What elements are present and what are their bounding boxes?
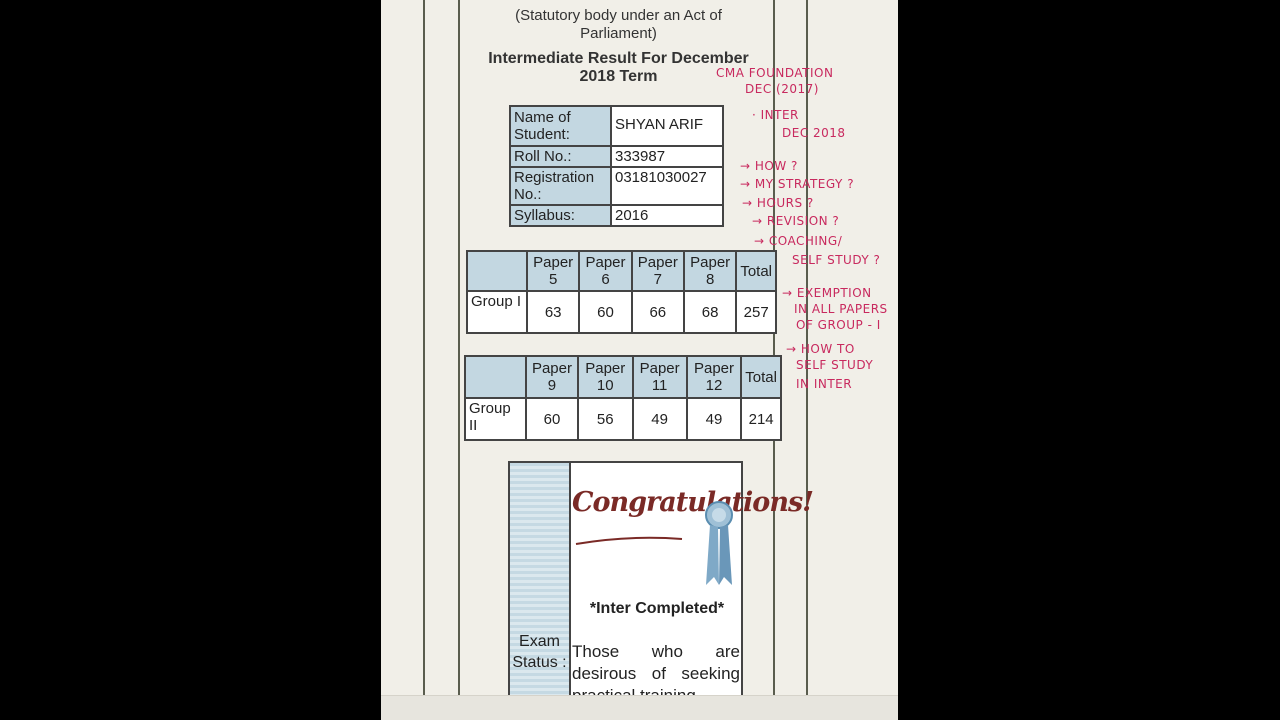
handwritten-note: → HOW ? [740,159,798,173]
marks-cell: 60 [525,397,579,441]
marks-total: 257 [735,290,777,334]
congrats-underline-swash [575,536,683,545]
corner-cell [466,250,528,292]
column-header: Paper 10 [576,355,634,399]
handwritten-note: OF GROUP - I [796,318,881,332]
handwritten-note: DEC (2017) [745,82,819,96]
syllabus-value: 2016 [610,204,724,227]
congratulations-banner: Congratulations! [572,487,814,518]
handwritten-note: CMA FOUNDATION [716,66,834,80]
group-label: Group I [466,290,528,334]
roll-label: Roll No.: [509,145,612,168]
result-document: (Statutory body under an Act of Parliame… [381,0,898,720]
corner-cell [464,355,527,399]
marks-cell: 49 [631,397,688,441]
column-header: Paper 7 [630,250,685,292]
marks-cell: 56 [576,397,634,441]
roll-number: 333987 [610,145,724,168]
column-header: Paper 11 [631,355,688,399]
name-label: Name of Student: [509,105,612,147]
exam-status-label: Exam Status : [512,633,567,671]
exam-status-box: Exam Status : Congratulations! *Inter Co… [508,461,814,715]
left-margin-line [423,0,425,698]
handwritten-note: → COACHING/ [754,234,843,248]
student-name: SHYAN ARIF [610,105,724,147]
exam-status-label-cell: Exam Status : [510,463,571,713]
marks-cell: 63 [525,290,581,334]
marks-cell: 68 [682,290,738,334]
right-margin-line [806,0,808,698]
column-header: Paper 9 [525,355,579,399]
column-header: Total [735,250,777,292]
column-header: Paper 6 [578,250,633,292]
handwritten-note: → HOURS ? [742,196,814,210]
syllabus-label: Syllabus: [509,204,612,227]
marks-cell: 60 [578,290,633,334]
right-inner-line [773,0,775,698]
left-inner-line [458,0,460,698]
authority-subtitle: (Statutory body under an Act of Parliame… [515,7,722,42]
handwritten-note: SELF STUDY ? [792,253,881,267]
registration-label: Registration No.: [509,166,612,206]
group-label: Group II [464,397,527,441]
handwritten-note: → MY STRATEGY ? [740,177,855,191]
column-header: Total [740,355,782,399]
handwritten-note: → HOW TO [786,342,855,356]
handwritten-note: · INTER [752,108,799,122]
handwritten-note: IN INTER [796,377,853,391]
marks-cell: 66 [630,290,685,334]
column-header: Paper 12 [685,355,743,399]
group2-marks-table: Paper 9 Paper 10 Paper 11 Paper 12 Total… [464,355,782,441]
result-title: Intermediate Result For December 2018 Te… [488,50,749,85]
paper-bottom-edge [381,695,898,720]
registration-number: 03181030027 [610,166,724,206]
group1-marks-table: Paper 5 Paper 6 Paper 7 Paper 8 Total Gr… [466,250,777,334]
handwritten-note: → EXEMPTION [782,286,872,300]
ribbon-icon [705,501,733,585]
marks-cell: 49 [685,397,743,441]
handwritten-note: DEC 2018 [782,126,846,140]
handwritten-note: IN ALL PAPERS [794,302,888,316]
handwritten-note: SELF STUDY [796,358,874,372]
marks-total: 214 [740,397,782,441]
handwritten-note: → REVISION ? [752,214,840,228]
exam-result: *Inter Completed* [589,600,725,617]
column-header: Paper 5 [525,250,581,292]
column-header: Paper 8 [682,250,738,292]
student-info-table: Name of Student: SHYAN ARIF Roll No.: 33… [509,105,724,227]
